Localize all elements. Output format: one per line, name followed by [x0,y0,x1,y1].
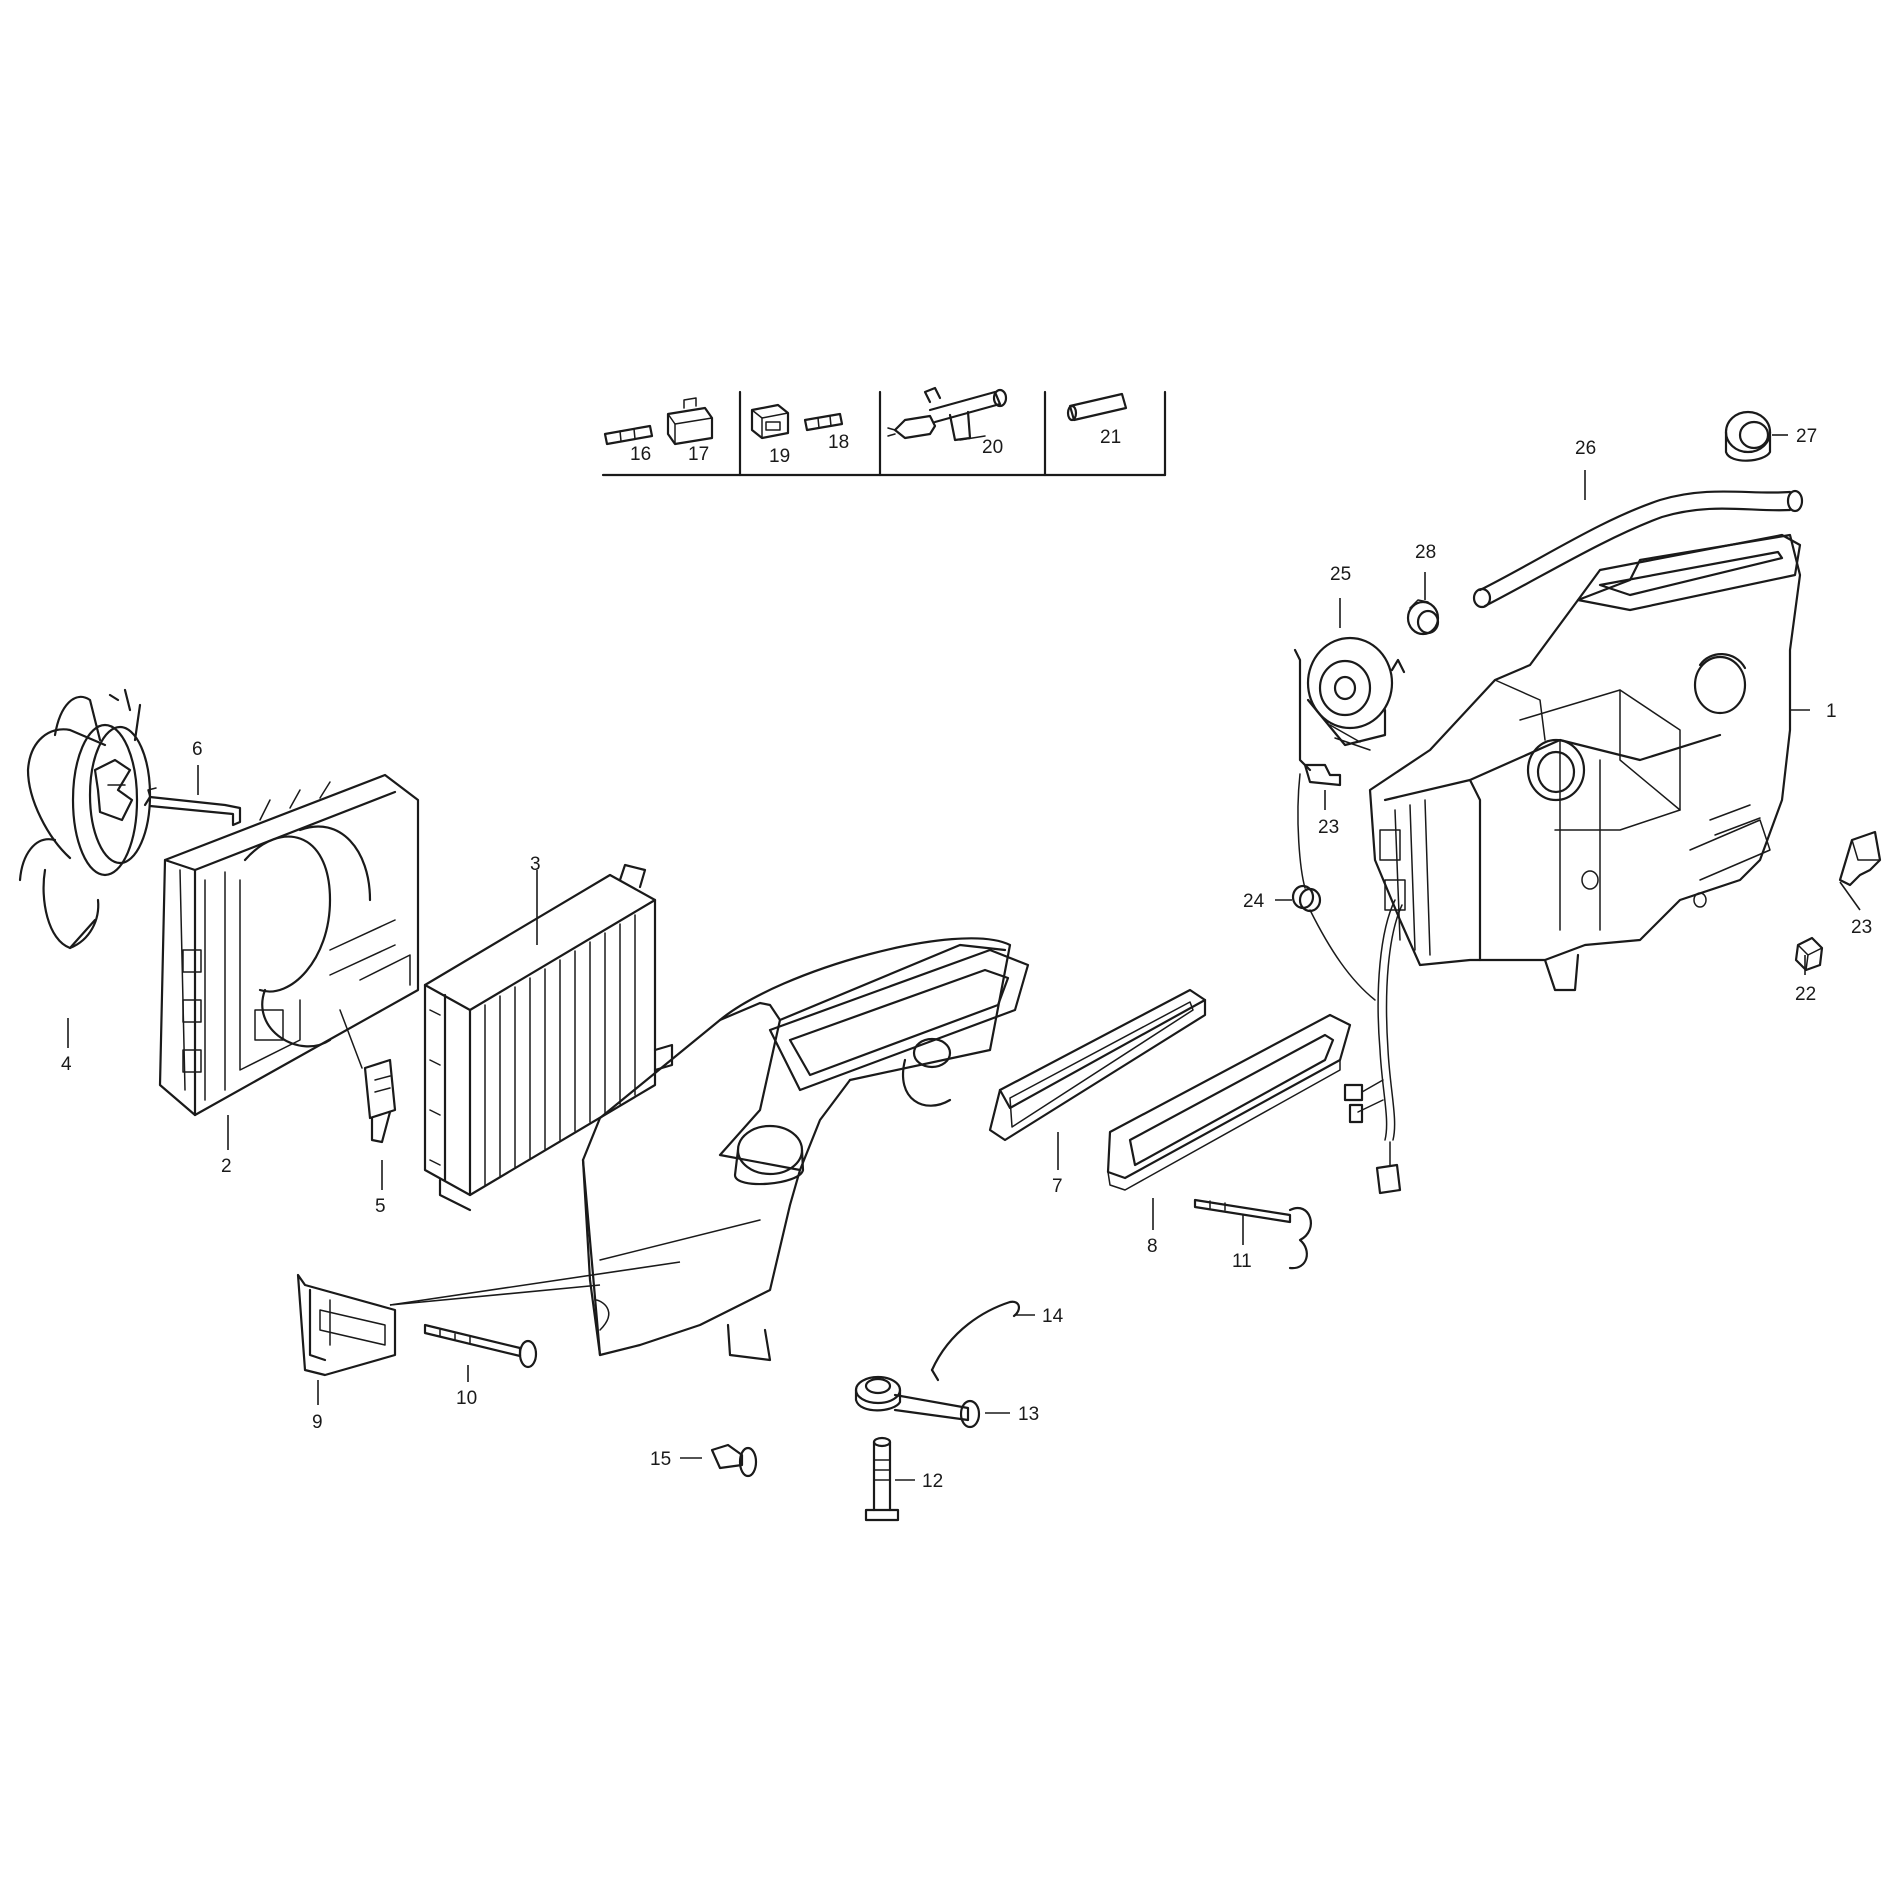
callout-9: 9 [312,1412,323,1433]
part-3-evaporator [423,863,674,1212]
callout-26: 26 [1575,438,1596,459]
callout-16: 16 [630,444,651,465]
callout-15: 15 [650,1449,671,1470]
part-27-ring [1724,410,1772,462]
callout-6: 6 [192,739,203,760]
part-12-bolt [864,1436,900,1522]
part-5-connector [339,1009,397,1144]
callout-21: 21 [1100,427,1121,448]
part-1-housing [1343,533,1802,1195]
callout-13: 13 [1018,1404,1039,1425]
part-25-actuator [1293,636,1406,772]
part-11-pin [1193,1198,1312,1270]
part-22-nut [1794,936,1824,972]
part-18-terminal [803,412,844,432]
part-lower-housing [581,937,1030,1362]
callout-20: 20 [982,437,1003,458]
callout-labels: 1 2 3 4 5 6 7 8 9 10 11 12 13 14 15 16 1… [61,426,1872,1492]
callout-7: 7 [1052,1176,1063,1197]
callout-3: 3 [530,854,541,875]
callout-11: 11 [1232,1251,1252,1272]
part-21-tube [1066,392,1128,422]
callout-22: 22 [1795,984,1816,1005]
part-6-bracket [143,787,242,827]
part-24-grommet [1291,773,1376,1001]
callout-12: 12 [922,1471,943,1492]
callout-17: 17 [688,444,709,465]
callout-28: 28 [1415,542,1436,563]
part-16-terminal [603,424,654,446]
callout-4: 4 [61,1054,72,1075]
part-26-hose [1472,489,1804,609]
part-23-clip-upper [1303,763,1342,787]
part-10-screw [423,1323,538,1369]
fins [484,914,636,1186]
callout-10: 10 [456,1388,477,1409]
leader-lines [67,434,1861,1481]
part-28-clamp [1406,599,1440,636]
part-19-connector [750,403,790,440]
callout-23-right: 23 [1851,917,1872,938]
callout-5: 5 [375,1196,386,1217]
small-parts-inset [601,390,1167,477]
part-15-clip [710,1443,758,1478]
part-17-connector [666,397,714,446]
callout-24: 24 [1243,891,1265,912]
part-9-bracket [296,1273,397,1377]
part-4-fan [18,688,152,950]
callout-2: 2 [221,1156,232,1177]
callout-1: 1 [1826,701,1837,722]
callout-19: 19 [769,446,790,467]
part-14-clip [930,1300,1020,1382]
part-23-clip-right [1838,830,1882,887]
callout-23-upper: 23 [1318,817,1339,838]
callout-27: 27 [1796,426,1817,447]
callout-18: 18 [828,432,849,453]
callout-14: 14 [1042,1306,1064,1327]
callout-25: 25 [1330,564,1351,585]
part-13-lever [854,1375,981,1429]
part-7-gasket [988,988,1207,1142]
part-20-valve [887,386,1008,442]
part-2-frame [158,773,420,1117]
callout-8: 8 [1147,1236,1158,1257]
part-8-filter-frame [1106,1013,1352,1191]
